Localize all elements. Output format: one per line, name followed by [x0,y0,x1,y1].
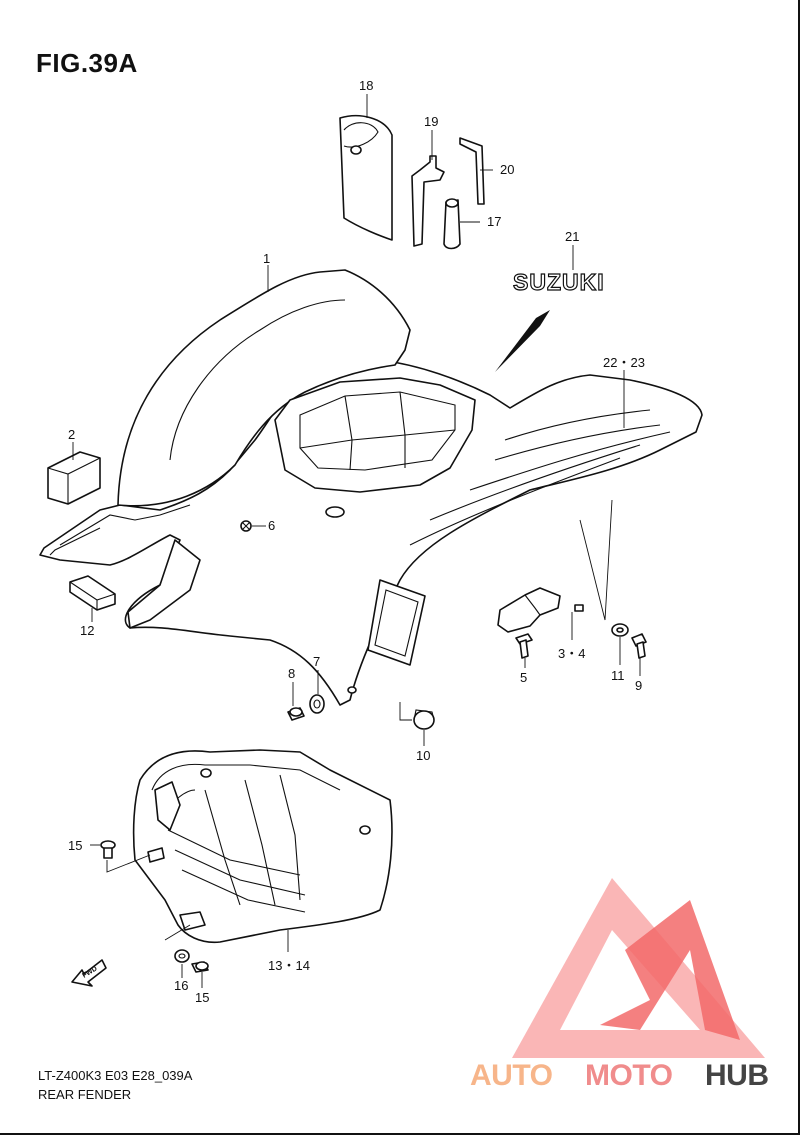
svg-text:SUZUKI: SUZUKI [513,269,605,295]
part-1-rear-fender [39,269,703,706]
callout-11: 11 [611,668,625,683]
part-9-bolt [631,633,647,659]
callout-10: 10 [416,748,430,763]
part-13-14-mud-guard [132,749,393,944]
part-10-grommet [413,709,435,730]
callout-16: 16 [174,978,188,993]
part-21-suzuki-emblem: SUZUKI [512,268,605,295]
callout-22-23: 22・23 [603,355,645,370]
part-6-screw [240,520,252,532]
watermark-triangle-inner [560,930,700,1030]
part-15b-bolt [191,961,209,973]
callout-19: 19 [424,114,438,129]
leader-lines [72,94,641,988]
callout-15a: 15 [68,838,82,853]
part-20-hex-wrench [459,137,485,205]
part-11-washer [611,623,629,637]
watermark-text-hub: HUB [705,1059,769,1092]
part-3-4-bracket [497,587,584,633]
callout-1: 1 [263,251,270,266]
callout-21: 21 [565,229,579,244]
watermark-text-moto: MOTO [585,1059,673,1092]
callout-labels: 1 2 3・4 5 6 7 8 9 10 11 12 13・14 15 15 1… [68,78,645,1005]
part-16-washer [174,949,190,963]
callout-18: 18 [359,78,373,93]
callout-17: 17 [487,214,501,229]
section-name: REAR FENDER [38,1087,132,1102]
model-code: LT-Z400K3 E03 E28_039A [38,1068,193,1083]
callout-12: 12 [80,623,94,638]
part-12-cushion [69,575,116,611]
callout-9: 9 [635,678,642,693]
part-5-bolt [515,633,533,659]
watermark-logo: AUTO MOTO HUB [470,878,769,1092]
fwd-direction-arrow: FWD [71,959,107,987]
callout-3-4: 3・4 [558,646,585,661]
watermark-triangle-mark [600,900,740,1040]
callout-8: 8 [288,666,295,681]
callout-2: 2 [68,427,75,442]
callout-20: 20 [500,162,514,177]
callout-13-14: 13・14 [268,958,310,973]
callout-15b: 15 [195,990,209,1005]
callout-7: 7 [313,654,320,669]
part-15a-bolt [100,840,116,859]
emblem-pointer-arrow [495,310,550,372]
part-17-spanner [443,198,461,250]
part-18-tool-bag [339,114,393,241]
callout-5: 5 [520,670,527,685]
watermark-text-auto: AUTO [470,1059,553,1092]
callout-6: 6 [268,518,275,533]
part-19-tool [411,155,445,247]
part-7-grommet [309,694,325,714]
part-8-bolt [287,707,305,721]
figure-title: FIG.39A [36,48,138,78]
part-2-pad [47,451,101,505]
